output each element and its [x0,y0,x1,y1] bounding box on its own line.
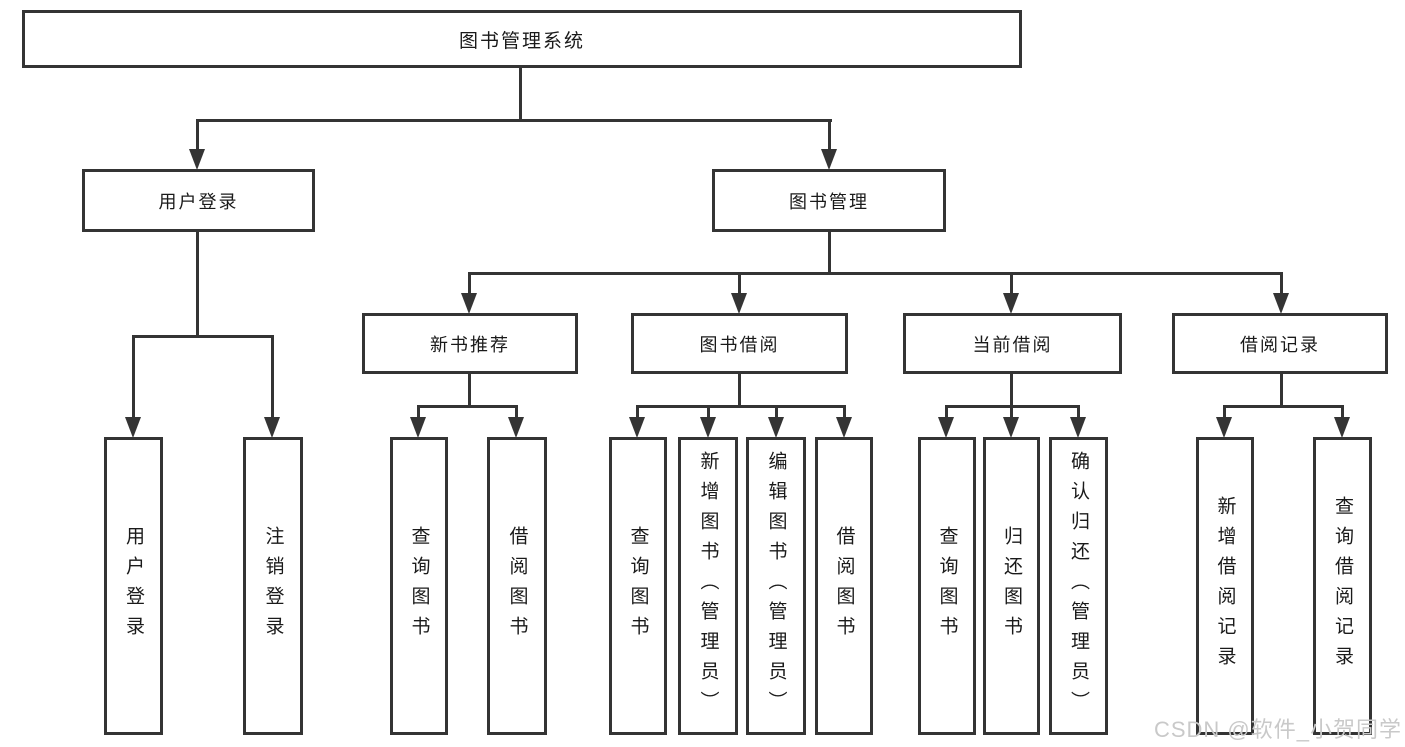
arrowhead-icon [1216,417,1232,438]
connector-segment [1010,273,1013,293]
connector-segment [1280,374,1283,406]
node-book-management: 图书管理 [712,169,946,232]
leaf-records-add-record-label: 新增借阅记录 [1214,496,1236,676]
connector-segment [196,120,199,150]
arrowhead-icon [1003,293,1019,314]
arrowhead-icon [125,417,141,438]
connector-segment [945,406,948,417]
arrowhead-icon [938,417,954,438]
leaf-borrow-add-books-admin: 新增图书（管理员） [678,437,738,735]
connector-segment [775,406,778,417]
connector-segment [196,232,199,336]
leaf-user-login-label: 用户登录 [123,526,144,646]
connector-segment [132,336,135,417]
connector-segment [515,406,518,417]
watermark: CSDN @软件_小贺同学 [1153,717,1402,742]
leaf-current-confirm-return-label: 确认归还（管理员） [1068,451,1089,721]
leaf-borrow-query-books: 查询图书 [609,437,667,735]
node-borrowing-records-label: 借阅记录 [1240,334,1320,355]
connector-segment [828,232,831,273]
leaf-logout: 注销登录 [243,437,303,735]
arrowhead-icon [700,417,716,438]
node-user-login: 用户登录 [82,169,315,232]
arrowhead-icon [768,417,784,438]
leaf-borrow-borrow-books-label: 借阅图书 [833,526,855,646]
node-root-library-system: 图书管理系统 [22,10,1022,68]
leaf-records-query-record: 查询借阅记录 [1313,437,1372,735]
connector-segment [707,406,710,417]
node-user-login-label: 用户登录 [158,191,239,212]
node-book-borrowing: 图书借阅 [631,313,848,374]
connector-segment [468,272,1283,275]
arrowhead-icon [731,293,747,314]
leaf-logout-label: 注销登录 [262,526,284,646]
arrowhead-icon [461,293,477,314]
node-root-library-system-label: 图书管理系统 [458,30,585,52]
connector-segment [196,119,832,122]
leaf-current-return-books: 归还图书 [983,437,1040,735]
node-book-management-label: 图书管理 [789,191,869,212]
arrowhead-icon [629,417,645,438]
leaf-current-return-books-label: 归还图书 [1001,526,1022,646]
arrowhead-icon [1070,417,1086,438]
connector-segment [1077,406,1080,417]
connector-segment [636,406,639,417]
arrowhead-icon [1003,417,1019,438]
connector-segment [417,406,420,417]
leaf-records-query-record-label: 查询借阅记录 [1332,496,1353,676]
node-book-borrowing-label: 图书借阅 [699,334,780,355]
arrowhead-icon [410,417,426,438]
node-new-book-recommend-label: 新书推荐 [430,334,510,355]
connector-segment [1010,374,1013,406]
arrowhead-icon [1334,417,1350,438]
arrowhead-icon [1273,293,1289,314]
arrowhead-icon [264,417,280,438]
arrowhead-icon [821,149,837,170]
arrowhead-icon [836,417,852,438]
leaf-records-add-record: 新增借阅记录 [1196,437,1254,735]
leaf-borrow-edit-books-admin-label: 编辑图书（管理员） [765,451,787,721]
connector-segment [1223,405,1344,408]
leaf-recommend-borrow-books-label: 借阅图书 [506,526,528,646]
leaf-current-query-books-label: 查询图书 [936,526,958,646]
leaf-borrow-add-books-admin-label: 新增图书（管理员） [697,451,719,721]
connector-segment [519,68,522,120]
connector-segment [828,120,831,150]
connector-segment [843,406,846,417]
arrowhead-icon [508,417,524,438]
node-current-borrowing-label: 当前借阅 [972,334,1053,355]
connector-segment [1223,406,1226,417]
leaf-current-confirm-return: 确认归还（管理员） [1049,437,1108,735]
connector-segment [271,336,274,417]
leaf-recommend-query-books: 查询图书 [390,437,448,735]
leaf-user-login: 用户登录 [104,437,163,735]
leaf-borrow-query-books-label: 查询图书 [627,526,649,646]
connector-segment [738,374,741,406]
leaf-recommend-query-books-label: 查询图书 [408,526,430,646]
connector-segment [738,273,741,293]
connector-segment [1010,406,1013,417]
node-new-book-recommend: 新书推荐 [362,313,578,374]
connector-segment [417,405,518,408]
connector-segment [132,335,274,338]
node-current-borrowing: 当前借阅 [903,313,1122,374]
arrowhead-icon [189,149,205,170]
leaf-borrow-edit-books-admin: 编辑图书（管理员） [746,437,806,735]
connector-segment [636,405,846,408]
leaf-recommend-borrow-books: 借阅图书 [487,437,547,735]
node-borrowing-records: 借阅记录 [1172,313,1388,374]
connector-segment [468,374,471,406]
connector-segment [1341,406,1344,417]
connector-segment [468,273,471,293]
leaf-borrow-borrow-books: 借阅图书 [815,437,873,735]
connector-segment [1280,273,1283,293]
leaf-current-query-books: 查询图书 [918,437,976,735]
